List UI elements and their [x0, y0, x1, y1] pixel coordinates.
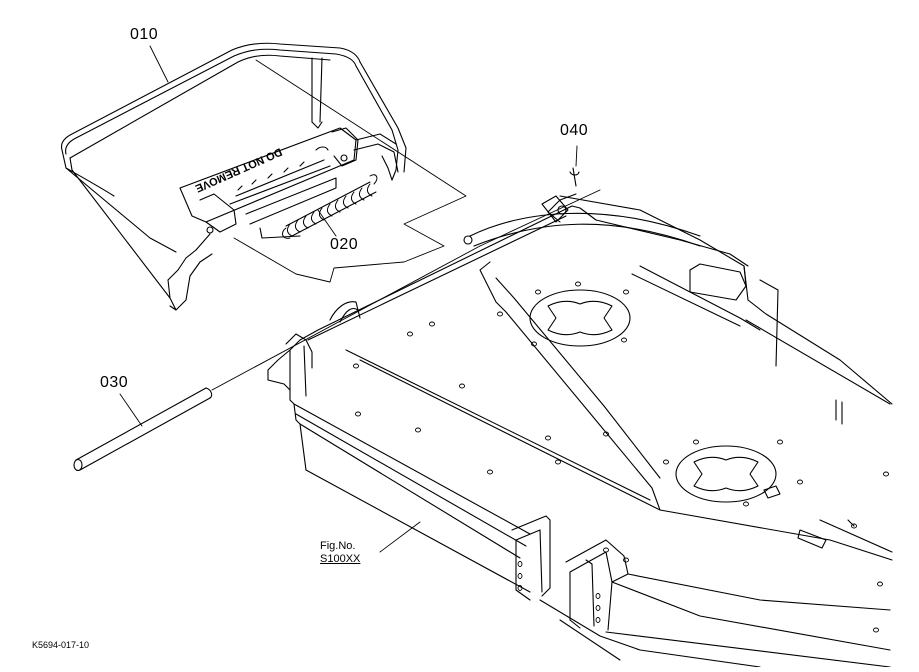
spindle-housing-left	[529, 289, 631, 347]
callout-020: 020	[330, 236, 359, 253]
spindle-housing-right	[675, 445, 781, 503]
discharge-deflector	[60, 42, 467, 311]
pivot-axis-line	[211, 245, 481, 391]
drawing-code: K5694-017-10	[32, 640, 90, 650]
shaft-030	[73, 387, 213, 472]
callout-030: 030	[100, 374, 129, 391]
spring	[282, 174, 378, 239]
figure-label: Fig.No.	[320, 540, 356, 552]
figure-reference: Fig.No. S100XX	[320, 540, 360, 566]
figure-number: S100XX	[320, 553, 361, 565]
pin-040	[569, 167, 580, 187]
deflector-warning-text: DO NOT REMOVE	[193, 145, 283, 194]
leader-lines	[119, 45, 578, 553]
callout-010: 010	[130, 26, 159, 43]
mower-deck	[267, 193, 893, 668]
callout-040: 040	[560, 122, 589, 139]
bolt-holes	[353, 281, 889, 633]
